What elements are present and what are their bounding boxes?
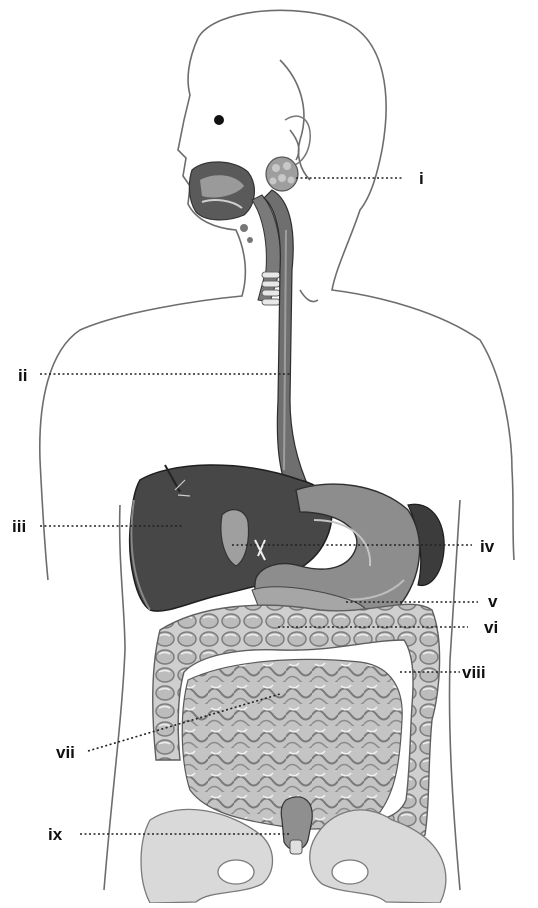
eye-icon [214,115,224,125]
label-i: i [419,170,424,187]
anus [290,840,302,854]
label-vi: vi [484,619,498,636]
salivary-gland [266,157,298,191]
label-ix: ix [48,826,62,843]
label-viii: viii [462,664,486,681]
mouth-cavity [189,162,254,243]
label-v: v [488,593,497,610]
label-iii: iii [12,518,26,535]
label-iv: iv [480,538,494,555]
label-vii: vii [56,744,75,761]
label-ii: ii [18,367,27,384]
